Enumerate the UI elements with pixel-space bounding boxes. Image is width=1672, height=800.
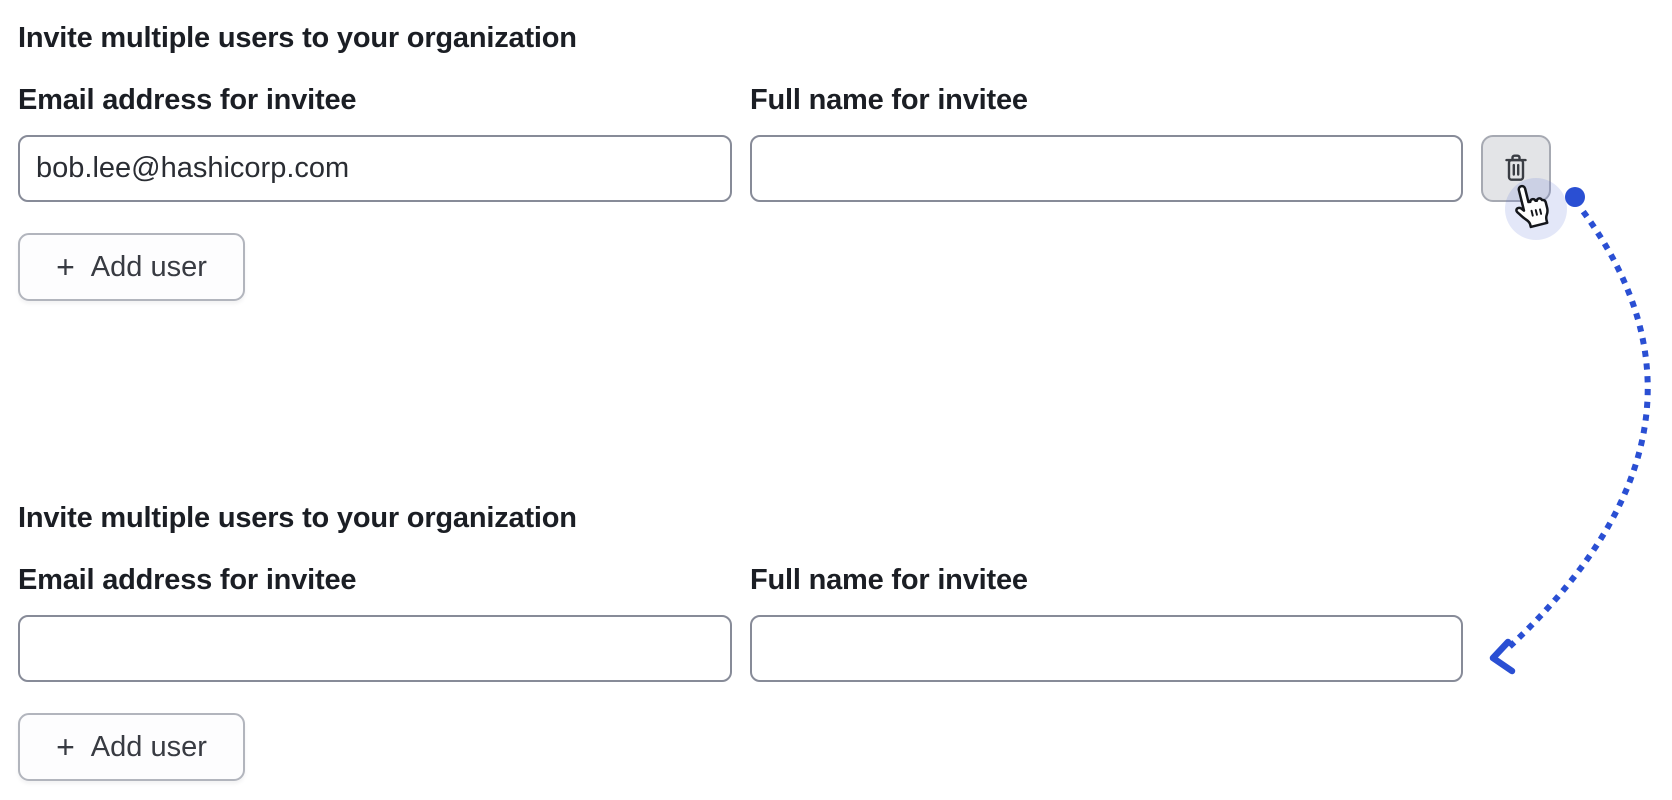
fullname-input[interactable] (750, 615, 1463, 682)
fullname-field-group: Full name for invitee (750, 562, 1463, 682)
email-input[interactable] (18, 135, 732, 202)
fullname-label: Full name for invitee (750, 84, 1028, 116)
add-user-button[interactable]: + Add user (18, 233, 245, 301)
add-user-label: Add user (90, 250, 207, 283)
plus-icon: + (56, 729, 75, 765)
email-label: Email address for invitee (18, 564, 357, 596)
fullname-field-group: Full name for invitee (750, 82, 1463, 202)
email-input[interactable] (18, 615, 732, 682)
form-heading: Invite multiple users to your organizati… (18, 502, 577, 534)
email-field-group: Email address for invitee (18, 562, 732, 682)
invitee-row: Email address for invitee Full name for … (18, 82, 1658, 202)
email-field-group: Email address for invitee (18, 82, 732, 202)
invite-form-before: Invite multiple users to your organizati… (18, 20, 1658, 301)
delete-row-button[interactable] (1481, 135, 1551, 202)
invitee-row: Email address for invitee Full name for … (18, 562, 1658, 682)
invite-form-after: Invite multiple users to your organizati… (18, 500, 1658, 781)
add-user-button[interactable]: + Add user (18, 713, 245, 781)
plus-icon: + (56, 249, 75, 285)
email-label: Email address for invitee (18, 84, 357, 116)
fullname-label: Full name for invitee (750, 564, 1028, 596)
trash-icon (1505, 154, 1527, 181)
fullname-input[interactable] (750, 135, 1463, 202)
add-user-label: Add user (90, 730, 207, 763)
form-heading: Invite multiple users to your organizati… (18, 22, 577, 54)
